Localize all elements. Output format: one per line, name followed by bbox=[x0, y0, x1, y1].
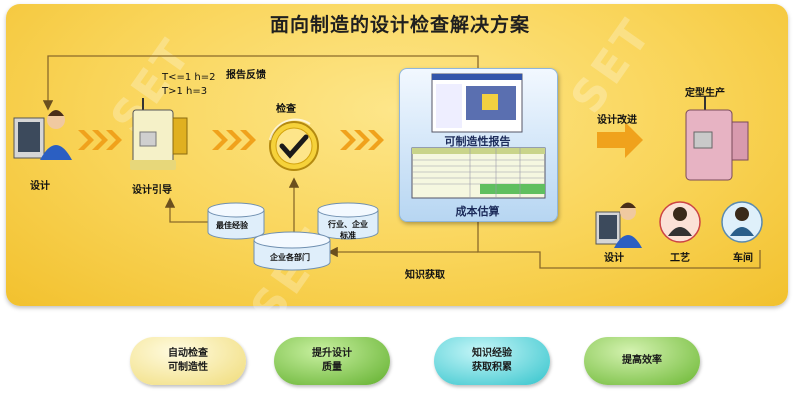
design-right-label: 设计 bbox=[604, 253, 624, 264]
inspection-label: 检查 bbox=[276, 104, 296, 115]
benefit-pill-1: 自动检查 可制造性 bbox=[130, 337, 246, 385]
database-departments bbox=[253, 231, 331, 271]
feedback-line bbox=[42, 55, 479, 111]
workshop-label: 车间 bbox=[733, 253, 753, 264]
design-label: 设计 bbox=[30, 181, 50, 192]
benefit-pill-2: 提升设计 质量 bbox=[274, 337, 390, 385]
cost-label: 成本估算 bbox=[455, 205, 500, 218]
workshop-worker-icon bbox=[721, 201, 763, 243]
knowledge-label: 知识获取 bbox=[405, 270, 445, 281]
db-to-guide bbox=[164, 197, 210, 223]
database-best-practice bbox=[207, 202, 265, 240]
db-best-practice-label: 最佳经验 bbox=[216, 221, 248, 230]
report-window-thumbnail bbox=[431, 73, 523, 133]
benefit-3-line2: 获取积累 bbox=[472, 362, 512, 373]
database-industry bbox=[317, 202, 379, 240]
benefit-pill-3: 知识经验 获取积累 bbox=[434, 337, 550, 385]
chevron-arrows-2 bbox=[212, 130, 256, 150]
chevron-arrows-3 bbox=[340, 130, 384, 150]
report-feedback-label: 报告反馈 bbox=[226, 70, 266, 81]
rule-2: T>1 h=3 bbox=[162, 86, 208, 97]
db-departments-label: 企业各部门 bbox=[270, 253, 310, 262]
production-label: 定型生产 bbox=[685, 88, 725, 99]
benefit-1-line2: 可制造性 bbox=[168, 362, 208, 373]
designer-icon bbox=[13, 110, 72, 160]
designer-icon-right bbox=[595, 202, 642, 248]
cost-table-thumbnail bbox=[411, 147, 546, 199]
big-arrow-icon bbox=[597, 122, 643, 158]
db-industry-label-2: 标准 bbox=[340, 231, 356, 240]
benefit-2-line2: 质量 bbox=[322, 362, 342, 373]
diagram-title: 面向制造的设计检查解决方案 bbox=[269, 14, 530, 36]
benefit-1-line1: 自动检查 bbox=[168, 348, 208, 359]
benefit-4-line1: 提高效率 bbox=[622, 355, 662, 366]
benefit-2-line1: 提升设计 bbox=[312, 348, 352, 359]
knowledge-line-right bbox=[477, 220, 761, 269]
design-guide-label: 设计引导 bbox=[132, 185, 172, 196]
db-industry-label-1: 行业、企业 bbox=[328, 220, 368, 229]
benefit-3-line1: 知识经验 bbox=[472, 348, 512, 359]
chevron-arrows-1 bbox=[78, 130, 122, 150]
production-device-icon bbox=[685, 96, 749, 181]
process-label: 工艺 bbox=[670, 253, 690, 264]
rule-1: T<=1 h=2 bbox=[162, 72, 216, 83]
benefit-pill-4: 提高效率 bbox=[584, 337, 700, 385]
report-label: 可制造性报告 bbox=[444, 135, 511, 148]
checkmark-icon bbox=[269, 118, 319, 171]
device-icon bbox=[130, 98, 188, 170]
design-improve-label: 设计改进 bbox=[597, 115, 637, 126]
process-worker-icon bbox=[659, 201, 701, 243]
